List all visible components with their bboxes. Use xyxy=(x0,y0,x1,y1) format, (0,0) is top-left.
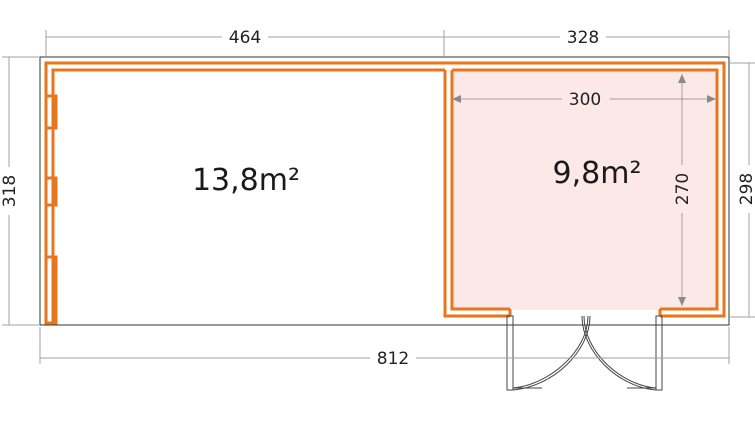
building-outline xyxy=(39,56,730,326)
left-window-2 xyxy=(44,176,58,207)
right-room-wall-inner xyxy=(452,68,719,311)
double-door xyxy=(506,315,663,391)
partition-wall xyxy=(443,70,510,318)
dim-inner-height-label: 270 xyxy=(673,173,693,205)
dim-top-left-label: 464 xyxy=(229,28,261,48)
left-room-wall-outer xyxy=(44,61,726,323)
dim-right-height-label: 298 xyxy=(737,173,755,205)
walls xyxy=(44,61,726,325)
left-window-3 xyxy=(44,255,58,325)
left-window-1 xyxy=(44,94,58,130)
door-leaf-right xyxy=(655,315,663,391)
left-room-wall-inner xyxy=(51,68,445,323)
left-room-area: 13,8m² xyxy=(192,163,300,198)
right-room-area: 9,8m² xyxy=(553,156,642,191)
dim-inner-width-label: 300 xyxy=(569,90,601,110)
dim-total-width-label: 812 xyxy=(377,349,409,369)
door-leaf-left xyxy=(506,315,514,391)
door-arc-right xyxy=(583,315,657,389)
dim-left-height-label: 318 xyxy=(0,175,20,207)
dimension-lines xyxy=(2,30,755,364)
dim-top-right-label: 328 xyxy=(567,28,599,48)
partition-wall-inner xyxy=(450,70,510,311)
dimension-arrows xyxy=(452,74,716,306)
door-arc-left xyxy=(512,315,589,389)
